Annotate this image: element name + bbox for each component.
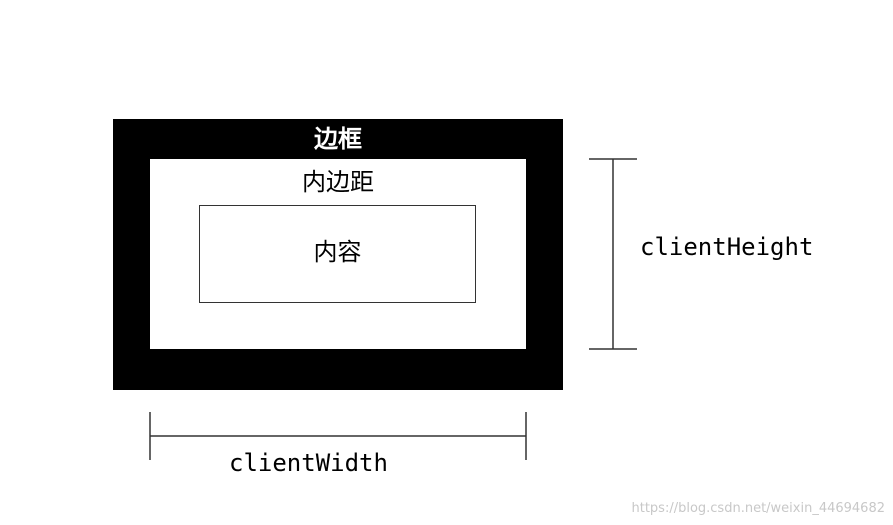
- client-height-bracket: [589, 158, 637, 350]
- border-label: 边框: [314, 125, 362, 153]
- content-label: 内容: [313, 238, 362, 266]
- watermark: https://blog.csdn.net/weixin_44694682: [631, 501, 885, 516]
- content-box: [199, 205, 476, 303]
- client-width-label: clientWidth: [229, 449, 388, 477]
- client-height-label: clientHeight: [640, 233, 814, 261]
- client-width-bracket: [149, 412, 527, 460]
- padding-label: 内边距: [302, 168, 374, 196]
